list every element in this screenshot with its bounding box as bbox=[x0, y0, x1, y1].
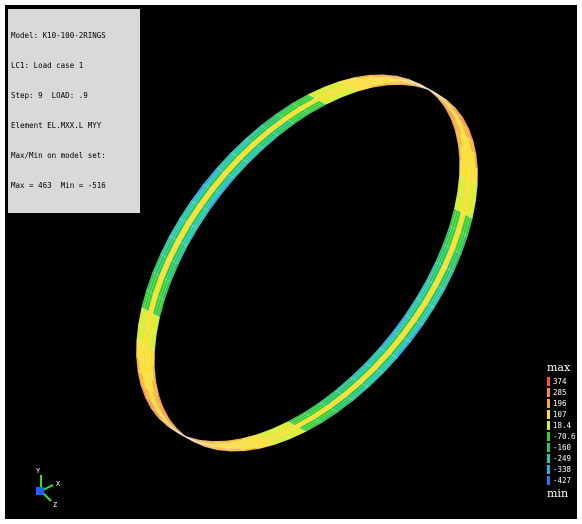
info-line-model: Model: K10-100-2RINGS bbox=[11, 31, 106, 40]
legend-swatch bbox=[547, 443, 550, 452]
triad-x-label: X bbox=[56, 480, 61, 488]
legend-swatch bbox=[547, 432, 550, 441]
legend-swatch bbox=[547, 454, 550, 463]
legend-entry: -427 bbox=[545, 475, 577, 486]
legend-value: 107 bbox=[553, 410, 567, 419]
ring-mesh-element bbox=[151, 349, 155, 367]
legend-entry: 374 bbox=[545, 376, 577, 387]
legend-value: -338 bbox=[553, 465, 572, 474]
legend-swatch bbox=[547, 377, 550, 386]
ring-mesh-element bbox=[434, 92, 448, 101]
legend-entry: -338 bbox=[545, 464, 577, 475]
legend-min-title: min bbox=[547, 487, 569, 500]
info-line-loadcase: LC1: Load case 1 bbox=[11, 61, 84, 70]
legend-value: 374 bbox=[553, 377, 567, 386]
info-line-maxmin-label: Max/Min on model set: bbox=[11, 151, 106, 160]
legend-entry: -160 bbox=[545, 442, 577, 453]
ring-mesh-element bbox=[136, 340, 140, 359]
legend-swatch bbox=[547, 476, 550, 485]
legend-entry: 196 bbox=[545, 398, 577, 409]
ring-mesh-element bbox=[474, 167, 478, 186]
legend-max-title: max bbox=[547, 361, 571, 374]
ring-mesh-element bbox=[228, 449, 246, 452]
contour-legend: max 374 285 196 107 18.4 -70.6 -160 -249 -338 -42… bbox=[545, 361, 577, 511]
ring-mesh-element bbox=[384, 83, 402, 86]
info-line-element: Element EL.MXX.L MYY bbox=[11, 121, 102, 130]
info-line-step: Step: 9 LOAD: .9 bbox=[11, 91, 88, 100]
ring-mesh-element bbox=[465, 162, 469, 181]
legend-entry: 18.4 bbox=[545, 420, 577, 431]
axis-triad-icon: Y X Z bbox=[36, 467, 61, 509]
info-line-maxmin-values: Max = 463 Min = -516 bbox=[11, 181, 106, 190]
legend-swatch bbox=[547, 399, 550, 408]
triad-y-label: Y bbox=[36, 467, 41, 475]
legend-swatch bbox=[547, 410, 550, 419]
triad-origin bbox=[36, 487, 44, 495]
ring-mesh-element bbox=[470, 165, 474, 183]
legend-value: -70.6 bbox=[553, 432, 576, 441]
ring-mesh-element bbox=[140, 343, 144, 361]
triad-z-label: Z bbox=[53, 501, 57, 509]
legend-value: -427 bbox=[553, 476, 572, 485]
legend-entry: -249 bbox=[545, 453, 577, 464]
ring-mesh-element bbox=[461, 160, 465, 178]
legend-entry: 107 bbox=[545, 409, 577, 420]
legend-value: -160 bbox=[553, 443, 572, 452]
legend-swatch bbox=[547, 421, 550, 430]
ring-mesh-element bbox=[149, 348, 153, 366]
legend-swatch bbox=[547, 388, 550, 397]
model-viewport[interactable]: Model: K10-100-2RINGS LC1: Load case 1 S… bbox=[5, 5, 577, 519]
legend-entry: -70.6 bbox=[545, 431, 577, 442]
legend-swatch bbox=[547, 465, 550, 474]
ring-mesh-element bbox=[145, 345, 149, 364]
legend-value: 285 bbox=[553, 388, 567, 397]
ring-model[interactable] bbox=[5, 5, 577, 519]
legend-entry: 285 bbox=[545, 387, 577, 398]
legend-value: -249 bbox=[553, 454, 572, 463]
legend-value: 18.4 bbox=[553, 421, 572, 430]
legend-value: 196 bbox=[553, 399, 567, 408]
model-info-panel: Model: K10-100-2RINGS LC1: Load case 1 S… bbox=[8, 9, 140, 213]
